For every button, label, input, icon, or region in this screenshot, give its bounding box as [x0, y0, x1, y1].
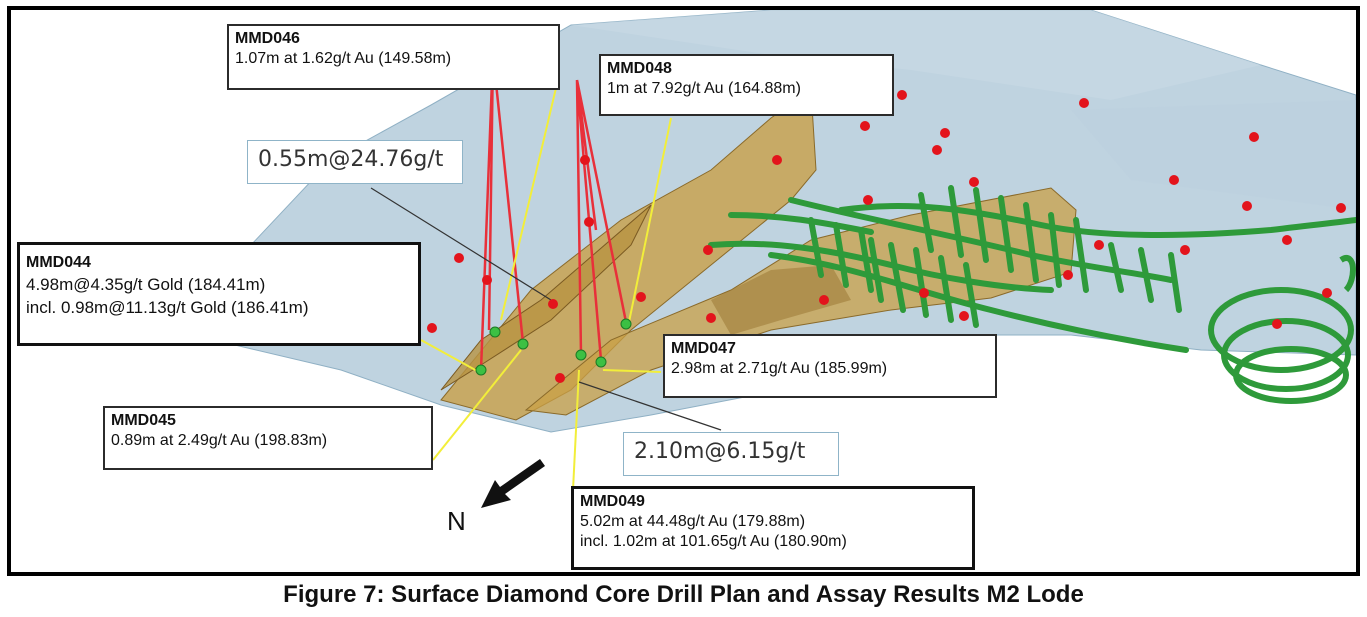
- label-mmd047-title: MMD047: [671, 340, 736, 357]
- label-mmd044-line1: 4.98m@4.35g/t Gold (184.41m): [26, 275, 266, 294]
- collar-points: [427, 90, 1346, 391]
- label-mmd048: MMD048 1m at 7.92g/t Au (164.88m): [599, 54, 894, 116]
- north-label: N: [447, 506, 466, 536]
- intercept-markers: [475, 318, 632, 376]
- callout-lower-intercept: 2.10m@6.15g/t: [623, 432, 839, 476]
- label-mmd045-line: 0.89m at 2.49g/t Au (198.83m): [111, 432, 328, 449]
- decline-spiral: [1208, 255, 1356, 404]
- drill-plan-scene: [170, 10, 1356, 508]
- label-mmd046: MMD046 1.07m at 1.62g/t Au (149.58m): [227, 24, 560, 90]
- leader-lines: [420, 87, 672, 491]
- callout-leaders: [370, 187, 722, 431]
- label-mmd049-line1: 5.02m at 44.48g/t Au (179.88m): [580, 513, 806, 530]
- label-mmd047-line: 2.98m at 2.71g/t Au (185.99m): [671, 360, 888, 377]
- label-mmd049: MMD049 5.02m at 44.48g/t Au (179.88m) in…: [571, 486, 975, 570]
- label-mmd047: MMD047 2.98m at 2.71g/t Au (185.99m): [663, 334, 997, 398]
- label-mmd049-line2: incl. 1.02m at 101.65g/t Au (180.90m): [580, 533, 847, 550]
- label-mmd046-title: MMD046: [235, 30, 300, 47]
- figure-frame: MMD046 1.07m at 1.62g/t Au (149.58m) MMD…: [7, 6, 1360, 576]
- label-mmd044-title: MMD044: [26, 254, 91, 271]
- label-mmd049-title: MMD049: [580, 493, 645, 510]
- label-mmd044: MMD044 4.98m@4.35g/t Gold (184.41m) incl…: [17, 242, 421, 346]
- label-mmd045: MMD045 0.89m at 2.49g/t Au (198.83m): [103, 406, 433, 470]
- label-mmd044-line2: incl. 0.98m@11.13g/t Gold (186.41m): [26, 298, 309, 317]
- label-mmd048-line: 1m at 7.92g/t Au (164.88m): [607, 80, 801, 97]
- label-mmd048-title: MMD048: [607, 60, 672, 77]
- callout-upper-intercept: 0.55m@24.76g/t: [247, 140, 463, 184]
- label-mmd046-line: 1.07m at 1.62g/t Au (149.58m): [235, 50, 452, 67]
- north-arrow: [481, 459, 545, 508]
- label-mmd045-title: MMD045: [111, 412, 176, 429]
- lode-splay: [711, 265, 851, 335]
- surface-shade: [571, 10, 1261, 100]
- underground-workings: [708, 185, 1356, 353]
- figure-caption: Figure 7: Surface Diamond Core Drill Pla…: [283, 581, 1084, 608]
- surface-shade: [1071, 100, 1356, 210]
